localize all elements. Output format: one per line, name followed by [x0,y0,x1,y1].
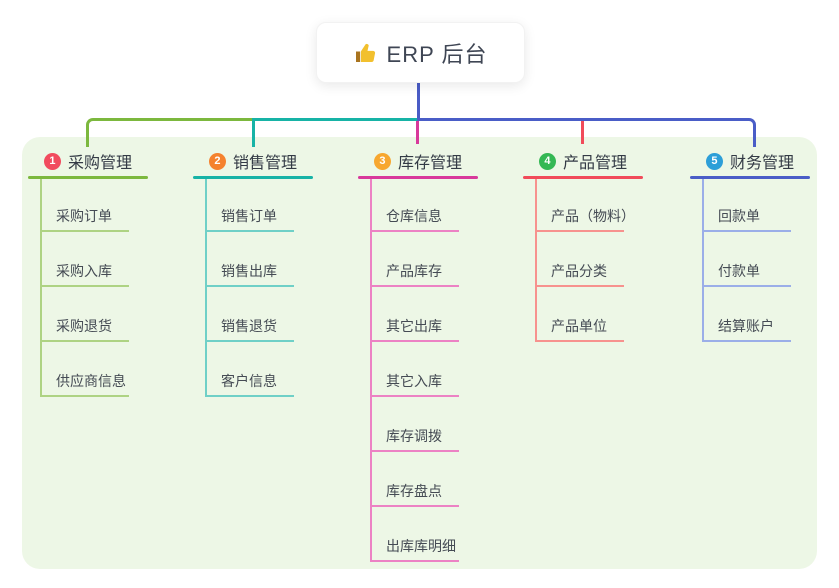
branch-label: 产品管理 [562,155,627,172]
branch-label: 采购管理 [67,155,132,172]
branch-spine-line [40,179,42,397]
child-underline [702,230,791,232]
branch-underline [523,176,643,179]
child-underline [535,340,624,342]
branch-node-finance[interactable]: 5 财务管理 [670,149,830,173]
branch-number-badge: 5 [705,152,723,170]
branch-underline [28,176,148,179]
branch-number-badge: 3 [373,152,391,170]
branch-label: 库存管理 [397,155,462,172]
branch-underline [358,176,478,179]
bus-line-mid-teal [252,118,421,147]
thumbs-up-icon [354,41,378,65]
bus-line-left-green [86,118,256,147]
branch-spine-line [205,179,207,397]
child-node-label[interactable]: 回款单 [718,208,760,224]
root-node-label: ERP 后台 [386,41,488,67]
child-node-label[interactable]: 库存盘点 [386,483,442,499]
root-node[interactable]: ERP 后台 [316,22,525,83]
child-node-label[interactable]: 采购订单 [56,208,112,224]
branch-node-sales[interactable]: 2 销售管理 [173,149,333,173]
branch-node-inventory[interactable]: 3 库存管理 [338,149,498,173]
child-node-label[interactable]: 销售退货 [221,318,277,334]
child-node-label[interactable]: 库存调拨 [386,428,442,444]
child-node-label[interactable]: 供应商信息 [56,373,126,389]
branch-number-badge: 4 [538,152,556,170]
child-underline [535,230,624,232]
branch-number-badge: 2 [208,152,226,170]
child-node-label[interactable]: 产品库存 [386,263,442,279]
child-node-label[interactable]: 其它入库 [386,373,442,389]
child-node-label[interactable]: 仓库信息 [386,208,442,224]
child-underline [370,560,459,562]
branch-spine-line [535,179,537,342]
branch-label: 销售管理 [232,155,297,172]
child-underline [370,230,459,232]
child-underline [535,285,624,287]
child-node-label[interactable]: 销售订单 [221,208,277,224]
child-underline [205,395,294,397]
child-underline [40,230,129,232]
child-node-label[interactable]: 结算账户 [718,318,774,334]
child-node-label[interactable]: 产品分类 [551,263,607,279]
child-node-label[interactable]: 产品单位 [551,318,607,334]
child-node-label[interactable]: 产品（物料） [551,208,635,224]
child-underline [370,285,459,287]
child-underline [205,230,294,232]
branch-spine-line [702,179,704,342]
child-underline [40,285,129,287]
branch-underline [690,176,810,179]
child-underline [40,395,129,397]
branch-node-product[interactable]: 4 产品管理 [503,149,663,173]
child-underline [205,340,294,342]
child-underline [205,285,294,287]
child-underline [370,450,459,452]
child-underline [702,340,791,342]
child-node-label[interactable]: 采购入库 [56,263,112,279]
child-node-label[interactable]: 客户信息 [221,373,277,389]
child-underline [370,395,459,397]
drop-line-branch3 [416,121,419,144]
child-node-label[interactable]: 采购退货 [56,318,112,334]
child-underline [370,505,459,507]
root-stem-line [417,80,420,120]
child-node-label[interactable]: 销售出库 [221,263,277,279]
branch-underline [193,176,313,179]
child-node-label[interactable]: 出库库明细 [386,538,456,554]
bus-line-right-blue [417,118,756,147]
branches-panel [22,137,817,569]
drop-line-branch4 [581,121,584,144]
branch-label: 财务管理 [729,155,794,172]
branch-node-purchase[interactable]: 1 采购管理 [8,149,168,173]
child-node-label[interactable]: 其它出库 [386,318,442,334]
branch-number-badge: 1 [43,152,61,170]
child-underline [370,340,459,342]
branch-spine-line [370,179,372,562]
child-underline [40,340,129,342]
child-node-label[interactable]: 付款单 [718,263,760,279]
child-underline [702,285,791,287]
